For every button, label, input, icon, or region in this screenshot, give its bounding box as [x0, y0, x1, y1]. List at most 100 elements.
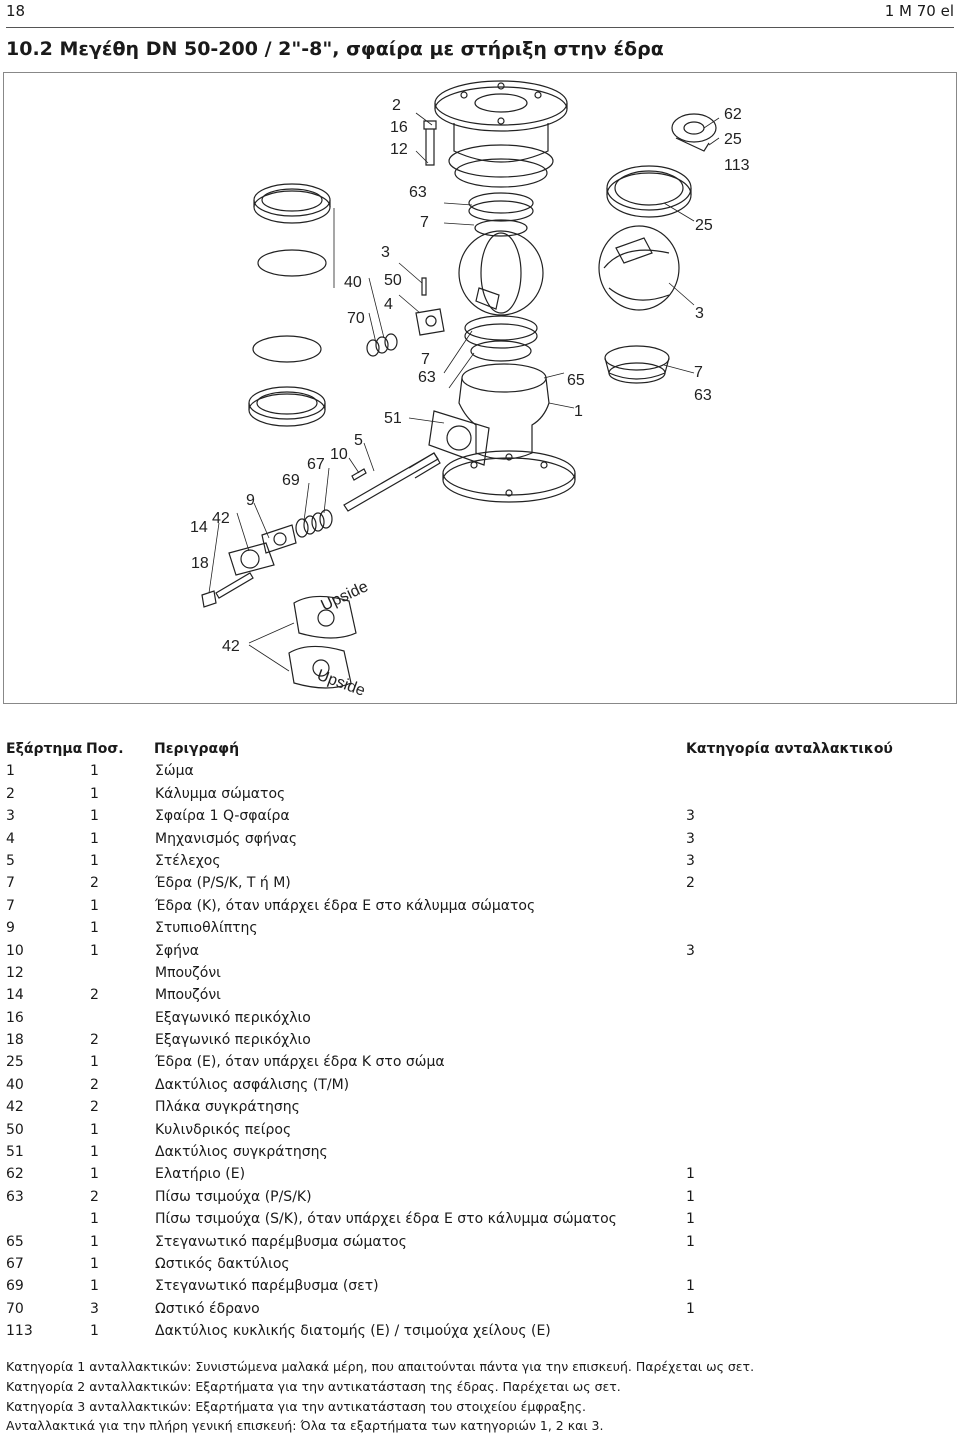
part-number: 4: [6, 830, 15, 847]
stud-nut-part: [423, 120, 437, 166]
quantity: 1: [90, 785, 99, 802]
exploded-view-figure: Upside Upside 2 16 12 63 7 62 25 113 25 …: [3, 72, 957, 704]
description: Σφήνα: [155, 942, 200, 959]
callout-65: 65: [567, 372, 585, 389]
part-number: 113: [6, 1323, 33, 1340]
spare-category: 2: [686, 875, 695, 892]
callout-70: 70: [347, 310, 365, 327]
description: Έδρα (E), όταν υπάρχει έδρα K στο σώμα: [155, 1054, 445, 1071]
callout-12: 12: [390, 141, 408, 158]
right-seat-part: [606, 113, 717, 218]
body-part: [428, 363, 576, 503]
header-part: Εξάρτημα: [6, 741, 83, 757]
thrust-bearing-part: [366, 333, 398, 357]
callout-25b: 25: [695, 217, 713, 234]
quantity: 1: [90, 1255, 99, 1272]
callout-42: 42: [212, 510, 230, 527]
description: Κυλινδρικός πείρος: [155, 1121, 292, 1138]
quantity: 2: [90, 1099, 99, 1116]
part-number: 62: [6, 1166, 24, 1183]
callout-69: 69: [282, 472, 300, 489]
quantity: 1: [90, 1144, 99, 1161]
body-cover-part: [434, 80, 568, 188]
quantity: 2: [90, 875, 99, 892]
description: Μηχανισμός σφήνας: [155, 830, 298, 847]
description: Στεγανωτικό παρέμβυσμα (σετ): [155, 1278, 379, 1295]
footnote-category-2: Κατηγορία 2 ανταλλακτικών: Εξαρτήματα γι…: [6, 1378, 621, 1394]
gland-flange-part: [201, 542, 275, 608]
description: Πίσω τσιμούχα (S/K), όταν υπάρχει έδρα E…: [155, 1211, 617, 1228]
wedge-part: [415, 277, 445, 336]
description: Μπουζόνι: [155, 987, 221, 1004]
quantity: 1: [90, 763, 99, 780]
part-number: 12: [6, 964, 24, 981]
quantity: 2: [90, 1076, 99, 1093]
footnote-category-3: Κατηγορία 3 ανταλλακτικών: Εξαρτήματα γι…: [6, 1398, 586, 1414]
callout-51: 51: [384, 410, 402, 427]
description: Έδρα (K), όταν υπάρχει έδρα E στο κάλυμμ…: [155, 897, 536, 914]
section-title: 10.2 Μεγέθη DN 50-200 / 2"-8", σφαίρα με…: [6, 38, 664, 60]
spare-category: 3: [686, 808, 695, 825]
quantity: 3: [90, 1300, 99, 1317]
part-number: 69: [6, 1278, 24, 1295]
spare-category: 3: [686, 852, 695, 869]
callout-7: 7: [420, 214, 429, 231]
quantity: 1: [90, 1233, 99, 1250]
spare-category: 3: [686, 942, 695, 959]
part-number: 1: [6, 763, 15, 780]
header-qty: Ποσ.: [86, 741, 124, 757]
spare-category: 1: [686, 1211, 695, 1228]
callout-18: 18: [191, 555, 209, 572]
part-number: 9: [6, 920, 15, 937]
spare-category: 1: [686, 1166, 695, 1183]
table-row: 2 1 Κάλυμμα σώματος: [6, 783, 956, 805]
description: Ελατήριο (E): [155, 1166, 246, 1183]
description: Μπουζόνι: [155, 964, 221, 981]
header-description: Περιγραφή: [154, 741, 240, 757]
spare-category: 1: [686, 1300, 695, 1317]
page-header: 18 1 M 70 el: [6, 2, 954, 28]
spare-category: 1: [686, 1188, 695, 1205]
part-number: 65: [6, 1233, 24, 1250]
part-number: 5: [6, 852, 15, 869]
packing-part: [261, 509, 333, 554]
description: Σφαίρα 1 Q-σφαίρα: [155, 808, 290, 825]
part-number: 14: [6, 987, 24, 1004]
callout-50: 50: [384, 272, 402, 289]
part-number: 63: [6, 1188, 24, 1205]
ball-alt-part: [598, 225, 680, 311]
callout-25: 25: [724, 131, 742, 148]
description: Δακτύλιος συγκράτησης: [155, 1144, 328, 1161]
callout-62: 62: [724, 106, 742, 123]
description: Κάλυμμα σώματος: [155, 785, 286, 802]
description: Δακτύλιος ασφάλισης (T/M): [155, 1076, 350, 1093]
part-number: 7: [6, 875, 15, 892]
callout-63b: 63: [418, 369, 436, 386]
parts-list-table: Εξάρτημα Ποσ. Περιγραφή Κατηγορία ανταλλ…: [6, 738, 956, 1343]
callout-16: 16: [390, 119, 408, 136]
description: Εξαγωνικό περικόχλιο: [155, 1032, 311, 1049]
callout-2: 2: [392, 97, 401, 114]
footnote-category-1: Κατηγορία 1 ανταλλακτικών: Συνιστώμενα μ…: [6, 1359, 755, 1374]
part-number: 2: [6, 785, 15, 802]
description: Ωστικό έδρανο: [155, 1300, 260, 1317]
part-number: 67: [6, 1255, 24, 1272]
quantity: 1: [90, 808, 99, 825]
quantity: 2: [90, 987, 99, 1004]
footnote-overhaul: Ανταλλακτικά για την πλήρη γενική επισκε…: [6, 1418, 604, 1434]
stem-part: [343, 452, 441, 512]
plate-marking: Upside Upside: [315, 578, 371, 700]
callout-10: 10: [330, 446, 348, 463]
quantity: 1: [90, 920, 99, 937]
description: Δακτύλιος κυκλικής διατομής (E) / τσιμού…: [155, 1323, 551, 1340]
